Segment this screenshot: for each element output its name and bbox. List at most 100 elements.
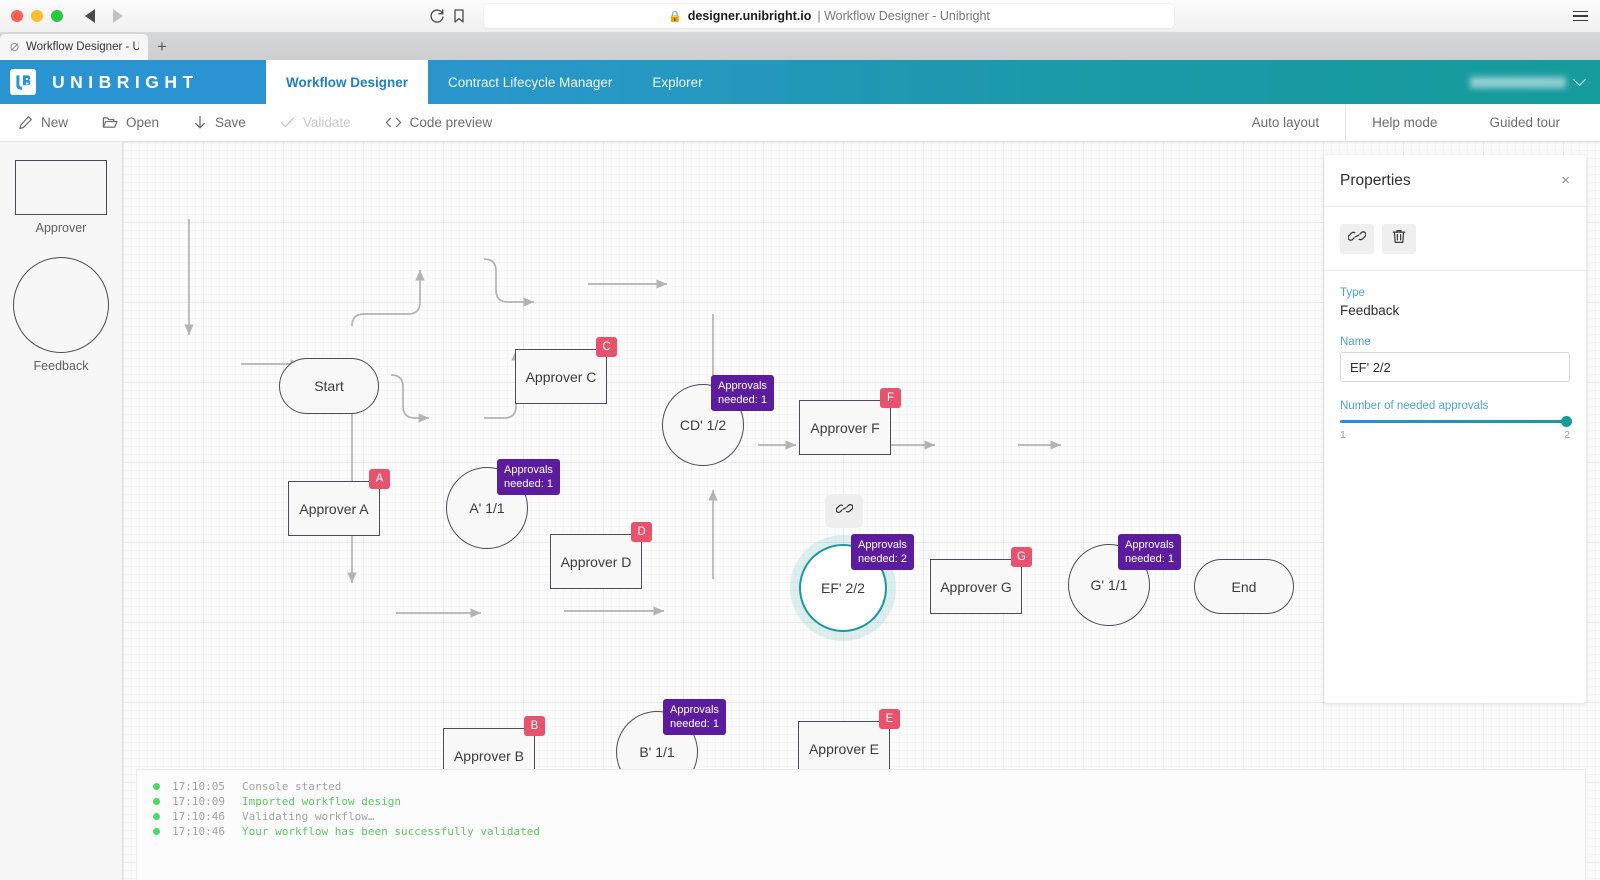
node-approver-g[interactable]: Approver G G xyxy=(930,547,1032,614)
console-log-line: 17:10:46 Your workflow has been successf… xyxy=(137,824,1585,839)
node-approver-e[interactable]: Approver E E xyxy=(798,709,900,776)
browser-tab[interactable]: Workflow Designer - Unib xyxy=(0,34,148,60)
log-message: Your workflow has been successfully vali… xyxy=(242,825,541,838)
delete-button[interactable] xyxy=(1382,223,1416,254)
guided-tour-button[interactable]: Guided tour xyxy=(1489,115,1560,130)
slider-thumb[interactable] xyxy=(1561,416,1572,427)
node-approver-a-badge[interactable]: A xyxy=(369,469,390,489)
node-approver-e-label[interactable]: Approver E xyxy=(798,721,890,776)
tab-title: Workflow Designer - Unib xyxy=(26,41,139,53)
slider-track[interactable] xyxy=(1340,420,1570,423)
maximize-window-button[interactable] xyxy=(51,10,63,22)
node-end[interactable]: End xyxy=(1194,559,1294,614)
user-menu[interactable] xyxy=(1470,60,1600,104)
brand-name: UNIBRIGHT xyxy=(52,71,199,92)
properties-header: Properties × xyxy=(1324,155,1586,207)
trash-icon xyxy=(1391,228,1407,250)
code-preview-label: Code preview xyxy=(409,115,493,130)
chevron-down-icon[interactable] xyxy=(1573,72,1586,86)
name-input[interactable] xyxy=(1340,352,1570,382)
console-log-line: 17:10:46 Validating workflow… xyxy=(137,809,1585,824)
auto-layout-button[interactable]: Auto layout xyxy=(1251,115,1320,130)
tab-favicon-icon xyxy=(9,42,20,53)
toolbar-right-actions: Auto layout Help mode Guided tour xyxy=(1226,103,1586,142)
validate-button: Validate xyxy=(263,104,368,141)
node-approver-d[interactable]: Approver D D xyxy=(550,522,652,589)
properties-title: Properties xyxy=(1340,171,1411,189)
bookmark-icon[interactable] xyxy=(448,5,470,27)
properties-body: Type Feedback Name Number of needed appr… xyxy=(1324,271,1586,441)
hamburger-menu-icon[interactable] xyxy=(1573,10,1588,22)
nav-tab-contract-lifecycle-manager[interactable]: Contract Lifecycle Manager xyxy=(448,74,613,90)
node-approver-a[interactable]: Approver A A xyxy=(288,469,390,536)
node-approver-e-badge[interactable]: E xyxy=(879,709,900,729)
close-icon[interactable]: × xyxy=(1561,172,1570,189)
open-button[interactable]: Open xyxy=(85,104,176,141)
log-message: Imported workflow design xyxy=(242,795,401,808)
node-approver-f[interactable]: Approver F F xyxy=(799,388,901,455)
node-approver-d-label[interactable]: Approver D xyxy=(550,534,642,589)
workflow-canvas[interactable]: Start Approver A A Approver B B Approver… xyxy=(123,142,1600,880)
node-approver-f-badge[interactable]: F xyxy=(880,388,901,408)
node-approver-c-badge[interactable]: C xyxy=(596,337,617,357)
approvals-slider[interactable] xyxy=(1340,416,1572,427)
tab-strip: Workflow Designer - Unib + xyxy=(0,33,1600,60)
log-status-dot-icon xyxy=(153,798,160,805)
new-label: New xyxy=(41,115,69,130)
forward-arrow-icon xyxy=(113,9,123,23)
palette-item-feedback[interactable]: Feedback xyxy=(13,257,109,373)
node-approver-d-badge[interactable]: D xyxy=(631,522,652,542)
lock-icon: 🔒 xyxy=(668,10,682,23)
help-mode-button[interactable]: Help mode xyxy=(1372,115,1438,130)
palette-item-approver[interactable]: Approver xyxy=(15,160,107,235)
reload-icon[interactable] xyxy=(426,5,448,27)
slider-max-label: 2 xyxy=(1564,429,1570,441)
app-toolbar: New Open Save Validate Code preview Auto… xyxy=(0,103,1600,142)
node-start-label[interactable]: Start xyxy=(279,358,379,414)
code-preview-button[interactable]: Code preview xyxy=(368,104,510,141)
workspace: Approver Feedback xyxy=(0,142,1600,880)
edge-link-badge[interactable] xyxy=(825,494,863,528)
node-approver-a-label[interactable]: Approver A xyxy=(288,481,380,536)
feedback-shape-icon[interactable] xyxy=(13,257,109,353)
slider-ticks: 1 2 xyxy=(1340,429,1570,441)
node-approver-f-label[interactable]: Approver F xyxy=(799,400,891,455)
log-timestamp: 17:10:05 xyxy=(172,780,225,793)
node-approver-b-badge[interactable]: B xyxy=(524,716,545,736)
node-end-label[interactable]: End xyxy=(1194,559,1294,614)
link-button[interactable] xyxy=(1340,223,1374,254)
close-window-button[interactable] xyxy=(11,10,23,22)
node-approver-g-label[interactable]: Approver G xyxy=(930,559,1022,614)
workflow-diagram: Start Approver A A Approver B B Approver… xyxy=(123,142,1600,880)
nav-tab-explorer[interactable]: Explorer xyxy=(652,74,703,90)
node-approver-g-badge[interactable]: G xyxy=(1011,547,1032,567)
node-approver-c-label[interactable]: Approver C xyxy=(515,349,607,404)
new-tab-button[interactable]: + xyxy=(157,37,167,56)
approver-shape-icon[interactable] xyxy=(15,160,107,215)
validate-label: Validate xyxy=(302,115,351,130)
node-feedback-a-label[interactable]: A' 1/1 xyxy=(446,467,528,549)
minimize-window-button[interactable] xyxy=(31,10,43,22)
node-approver-c[interactable]: Approver C C xyxy=(515,337,617,404)
address-bar[interactable]: 🔒 designer.unibright.io | Workflow Desig… xyxy=(484,4,1174,28)
nav-tab-workflow-designer[interactable]: Workflow Designer xyxy=(266,60,429,104)
console-log-line: 17:10:09 Imported workflow design xyxy=(137,794,1585,809)
log-status-dot-icon xyxy=(153,783,160,790)
user-email xyxy=(1470,76,1566,88)
node-start[interactable]: Start xyxy=(279,358,379,414)
back-arrow-icon[interactable] xyxy=(85,9,95,23)
type-field-label: Type xyxy=(1340,287,1365,299)
console-panel[interactable]: 17:10:05 Console started 17:10:09 Import… xyxy=(136,769,1586,880)
type-field-value: Feedback xyxy=(1340,303,1400,318)
save-button[interactable]: Save xyxy=(176,104,263,141)
new-button[interactable]: New xyxy=(14,104,85,141)
